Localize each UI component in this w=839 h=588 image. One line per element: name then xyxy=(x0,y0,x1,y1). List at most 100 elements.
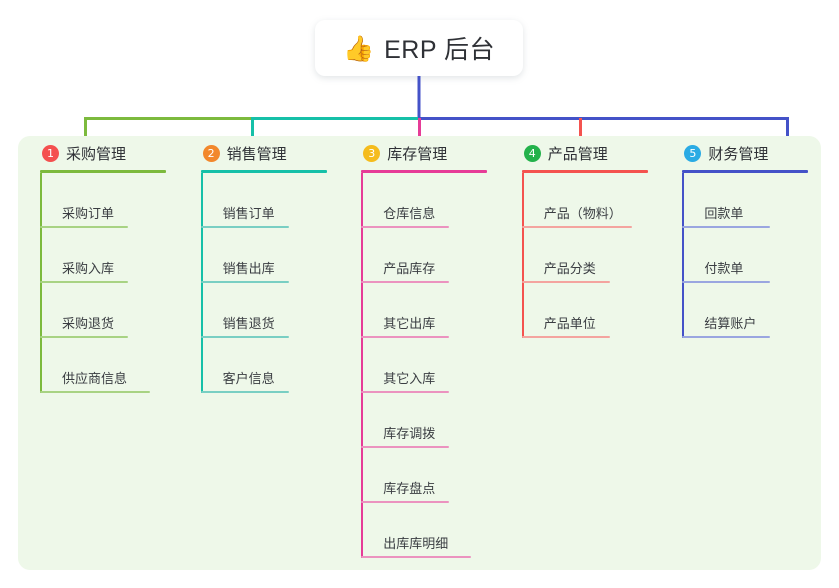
item-label: 产品单位 xyxy=(543,316,596,332)
column-title-finance: 财务管理 xyxy=(708,145,769,163)
list-item[interactable]: 销售订单 xyxy=(200,173,340,228)
item-underline xyxy=(361,556,472,558)
list-item[interactable]: 仓库信息 xyxy=(361,173,500,228)
column-header-sales[interactable]: 2 销售管理 xyxy=(199,136,340,170)
column-badge-1: 1 xyxy=(42,144,59,162)
list-item[interactable]: 供应商信息 xyxy=(40,338,179,393)
item-spine-finance xyxy=(682,173,685,338)
item-underline xyxy=(40,281,128,283)
list-item[interactable]: 采购退货 xyxy=(40,283,179,338)
list-item[interactable]: 其它出库 xyxy=(361,283,500,338)
item-label: 仓库信息 xyxy=(383,206,436,222)
item-underline xyxy=(361,336,450,338)
list-item[interactable]: 库存调拨 xyxy=(361,393,500,448)
item-underline xyxy=(40,336,128,338)
item-underline xyxy=(361,226,450,228)
list-item[interactable]: 付款单 xyxy=(682,228,821,283)
column-finance: 5 财务管理 回款单 付款单 结算账户 xyxy=(660,136,821,570)
item-label: 付款单 xyxy=(704,261,744,277)
item-label: 出库库明细 xyxy=(383,536,449,552)
item-label: 库存盘点 xyxy=(383,481,436,497)
list-item[interactable]: 回款单 xyxy=(682,173,821,228)
item-list-purchase: 采购订单 采购入库 采购退货 供应商信息 xyxy=(40,173,179,393)
column-underline-product xyxy=(521,170,648,173)
list-item[interactable]: 库存盘点 xyxy=(361,448,500,503)
item-underline xyxy=(200,336,289,338)
list-item[interactable]: 产品（物料） xyxy=(521,173,661,228)
item-underline xyxy=(361,501,450,503)
item-list-sales: 销售订单 销售出库 销售退货 客户信息 xyxy=(200,173,340,393)
column-badge-5: 5 xyxy=(684,144,702,162)
column-header-inventory[interactable]: 3 库存管理 xyxy=(359,136,500,170)
column-header-product[interactable]: 4 产品管理 xyxy=(520,136,661,170)
item-spine-purchase xyxy=(40,173,42,393)
list-item[interactable]: 产品库存 xyxy=(361,228,500,283)
item-list-finance: 回款单 付款单 结算账户 xyxy=(682,173,821,338)
item-spine-product xyxy=(521,173,524,338)
item-label: 回款单 xyxy=(704,206,744,222)
column-badge-4: 4 xyxy=(523,144,541,162)
item-underline xyxy=(682,281,771,283)
column-badge-2: 2 xyxy=(202,144,220,162)
item-underline xyxy=(200,391,289,393)
column-sales: 2 销售管理 销售订单 销售出库 销售退货 客户信息 xyxy=(179,136,340,570)
list-item[interactable]: 客户信息 xyxy=(200,338,340,393)
root-title-card[interactable]: 👍 ERP 后台 xyxy=(315,20,523,76)
item-underline xyxy=(200,281,289,283)
column-title-purchase: 采购管理 xyxy=(66,145,127,163)
item-spine-sales xyxy=(200,173,203,393)
item-label: 采购订单 xyxy=(62,206,115,222)
list-item[interactable]: 采购入库 xyxy=(40,228,179,283)
column-title-product: 产品管理 xyxy=(547,145,608,163)
item-spine-inventory xyxy=(361,173,364,558)
column-product: 4 产品管理 产品（物料） 产品分类 产品单位 xyxy=(500,136,661,570)
item-label: 产品分类 xyxy=(543,261,596,277)
item-label: 其它入库 xyxy=(383,371,436,387)
list-item[interactable]: 产品单位 xyxy=(521,283,661,338)
item-list-inventory: 仓库信息 产品库存 其它出库 其它入库 库存调拨 xyxy=(361,173,500,558)
content-panel xyxy=(18,136,821,570)
column-underline-purchase xyxy=(40,170,166,173)
list-item[interactable]: 采购订单 xyxy=(40,173,179,228)
item-underline xyxy=(521,226,632,228)
list-item[interactable]: 其它入库 xyxy=(361,338,500,393)
column-underline-inventory xyxy=(361,170,488,173)
item-underline xyxy=(682,226,771,228)
item-label: 销售退货 xyxy=(222,316,275,332)
item-label: 供应商信息 xyxy=(62,371,128,387)
column-underline-sales xyxy=(200,170,327,173)
thumbs-up-icon: 👍 xyxy=(342,33,375,63)
column-purchase: 1 采购管理 采购订单 采购入库 采购退货 供应商信 xyxy=(18,136,179,570)
list-item[interactable]: 结算账户 xyxy=(682,283,821,338)
item-label: 销售出库 xyxy=(222,261,275,277)
column-title-sales: 销售管理 xyxy=(226,145,287,163)
item-label: 采购退货 xyxy=(62,316,115,332)
item-underline xyxy=(521,336,610,338)
column-title-inventory: 库存管理 xyxy=(387,145,448,163)
item-underline xyxy=(521,281,610,283)
list-item[interactable]: 产品分类 xyxy=(521,228,661,283)
item-label: 销售订单 xyxy=(222,206,275,222)
item-label: 产品库存 xyxy=(383,261,436,277)
item-label: 库存调拨 xyxy=(383,426,436,442)
item-label: 产品（物料） xyxy=(543,206,622,222)
list-item[interactable]: 销售出库 xyxy=(200,228,340,283)
column-container: 1 采购管理 采购订单 采购入库 采购退货 供应商信 xyxy=(18,136,821,570)
list-item[interactable]: 销售退货 xyxy=(200,283,340,338)
column-header-finance[interactable]: 5 财务管理 xyxy=(680,136,821,170)
item-underline xyxy=(361,446,450,448)
item-label: 其它出库 xyxy=(383,316,436,332)
item-underline xyxy=(682,336,771,338)
list-item[interactable]: 出库库明细 xyxy=(361,503,500,558)
item-underline xyxy=(40,391,150,393)
column-header-purchase[interactable]: 1 采购管理 xyxy=(38,136,179,170)
item-underline xyxy=(361,281,450,283)
item-list-product: 产品（物料） 产品分类 产品单位 xyxy=(521,173,661,338)
column-inventory: 3 库存管理 仓库信息 产品库存 其它出库 其它入库 xyxy=(339,136,500,570)
item-label: 采购入库 xyxy=(62,261,115,277)
column-underline-finance xyxy=(682,170,809,173)
item-underline xyxy=(361,391,450,393)
item-underline xyxy=(40,226,128,228)
item-underline xyxy=(200,226,289,228)
item-label: 客户信息 xyxy=(222,371,275,387)
